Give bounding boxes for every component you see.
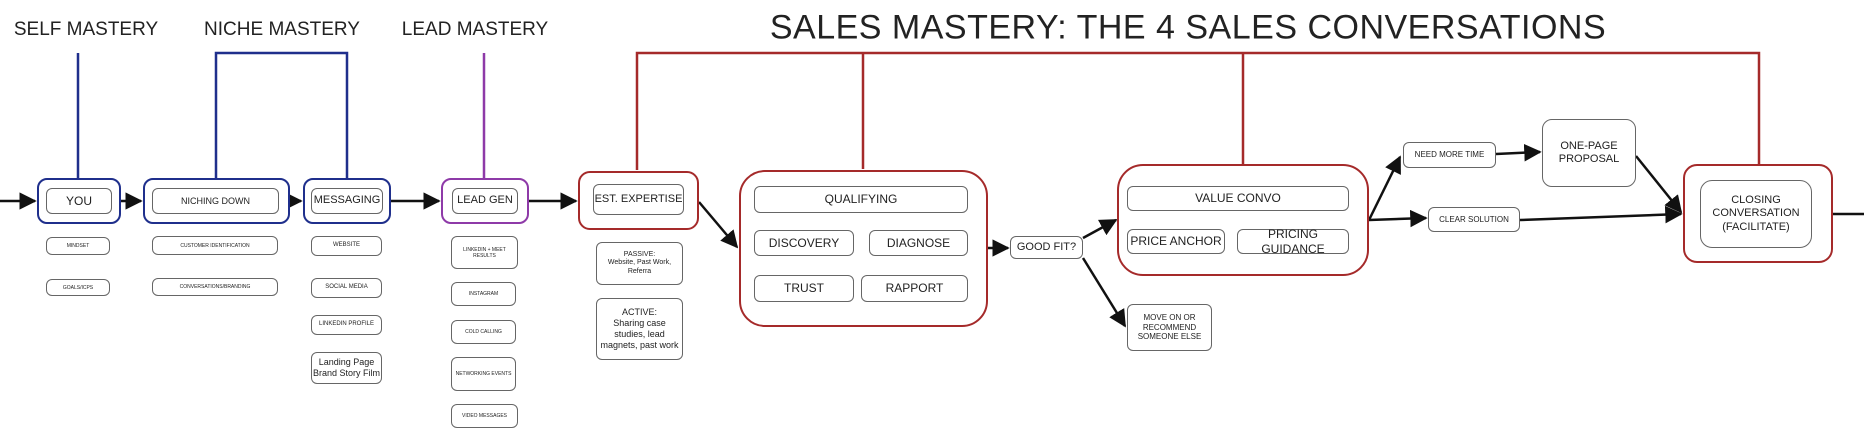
value-convo-box: VALUE CONVO (1127, 186, 1349, 211)
clear-solution-box: CLEAR SOLUTION (1428, 207, 1520, 232)
social-media-box: SOCIAL MEDIA (311, 278, 382, 298)
niche-mastery-bracket (214, 51, 349, 179)
arrow-value-to-clearsolution (1368, 209, 1428, 228)
linkedin-profile-box: LINKEDIN PROFILE (311, 315, 382, 335)
customer-identification-box: CUSTOMER IDENTIFICATION (152, 236, 278, 255)
good-fit-box: GOOD FIT? (1010, 236, 1083, 259)
one-page-proposal-box: ONE-PAGE PROPOSAL (1542, 119, 1636, 187)
discovery-box: DISCOVERY (754, 230, 854, 256)
arrow-proposal-to-closing (1635, 155, 1683, 214)
instagram-box: INSTAGRAM (451, 282, 516, 306)
lead-mastery-header: LEAD MASTERY (401, 19, 549, 40)
closing-conversation-box: CLOSING CONVERSATION (FACILITATE) (1700, 180, 1812, 248)
self-mastery-header: SELF MASTERY (13, 19, 159, 40)
networking-events-box: NETWORKING EVENTS (451, 357, 516, 391)
pricing-guidance-box: PRICING GUIDANCE (1237, 227, 1349, 256)
arrow-needtime-to-proposal (1495, 143, 1542, 162)
passive-box: PASSIVE: Website, Past Work, Referra (596, 242, 683, 285)
price-anchor-box: PRICE ANCHOR (1127, 229, 1225, 254)
linkedin-meet-box: LINKEDIN + MEET RESULTS (451, 236, 518, 269)
cold-calling-box: COLD CALLING (451, 320, 516, 344)
value-convo-frame (1117, 164, 1369, 276)
messaging-box: MESSAGING (311, 188, 383, 214)
move-on-box: MOVE ON OR RECOMMEND SOMEONE ELSE (1127, 304, 1212, 351)
goals-box: GOALS/ICPS (46, 279, 110, 296)
sales-mastery-title: SALES MASTERY: THE 4 SALES CONVERSATIONS (769, 8, 1607, 47)
mindset-box: MINDSET (46, 237, 110, 255)
video-messages-box: VIDEO MESSAGES (451, 404, 518, 428)
arrow-value-to-needtime (1367, 155, 1402, 221)
arrow-expertise-to-qualifying (698, 201, 739, 249)
arrow-clearsolution-to-closing (1519, 205, 1683, 224)
diagnose-box: DIAGNOSE (869, 230, 968, 256)
qualifying-box: QUALIFYING (754, 186, 968, 213)
niching-down-box: NICHING DOWN (152, 188, 279, 214)
rapport-box: RAPPORT (861, 275, 968, 302)
landing-page-box: Landing Page Brand Story Film (311, 352, 382, 384)
lead-gen-box: LEAD GEN (452, 188, 518, 214)
est-expertise-box: EST. EXPERTISE (593, 184, 684, 215)
you-box: YOU (46, 188, 112, 214)
conversations-branding-box: CONVERSATIONS/BRANDING (152, 278, 278, 296)
arrow-goodfit-to-moveon (1081, 257, 1127, 328)
website-box: WEBSITE (311, 236, 382, 256)
trust-box: TRUST (754, 275, 854, 302)
need-more-time-box: NEED MORE TIME (1403, 142, 1496, 168)
active-box: ACTIVE: Sharing case studies, lead magne… (596, 298, 683, 360)
sales-mastery-bracket (635, 51, 1761, 170)
niche-mastery-header: NICHE MASTERY (204, 19, 360, 40)
arrow-goodfit-to-value (1082, 218, 1118, 240)
